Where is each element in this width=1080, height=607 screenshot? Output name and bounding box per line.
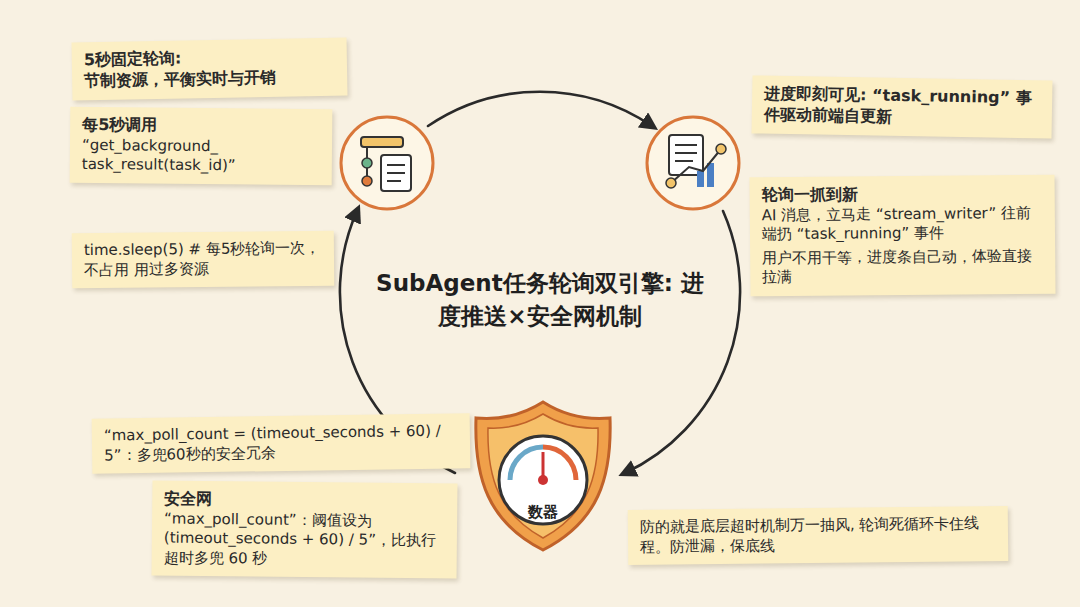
sticky-note: “max_poll_count = (timeout_seconds + 60)… [92, 413, 471, 473]
note-body: 防的就是底层超时机制万一抽风, 轮询死循环卡住线程。防泄漏，保底线 [640, 514, 996, 557]
shield-badge: 数器 [470, 398, 616, 554]
note-body: 用户不用干等，进度条自己动，体验直接拉满 [762, 247, 1043, 288]
note-heading: 进度即刻可见: “task_running” 事件驱动前端自更新 [764, 84, 1041, 130]
sticky-note: 轮询一抓到新AI 消息，立马走 “stream_writer” 往前端扔 “ta… [749, 175, 1055, 296]
chart-icon [647, 117, 739, 209]
note-body: time.sleep(5) # 每5秒轮询一次，不占用 用过多资源 [84, 239, 322, 280]
note-body: “get_background_ task_result(task_id)” [82, 136, 320, 177]
note-heading: 安全网 [164, 489, 445, 513]
sticky-note: 进度即刻可见: “task_running” 事件驱动前端自更新 [752, 75, 1053, 138]
note-heading: 5秒固定轮询: [84, 46, 335, 71]
sticky-note: 每5秒调用“get_background_ task_result(task_i… [70, 107, 333, 185]
note-body: “max_poll_count”：阈值设为 (timeout_seconds +… [164, 510, 446, 571]
note-body: “max_poll_count = (timeout_seconds + 60)… [104, 422, 459, 466]
sticky-note: 安全网“max_poll_count”：阈值设为 (timeout_second… [152, 481, 458, 579]
note-heading: 节制资源，平衡实时与开销 [84, 67, 335, 92]
note-heading: 每5秒调用 [82, 115, 320, 138]
note-body: AI 消息，立马走 “stream_writer” 往前端扔 “task_run… [762, 204, 1043, 245]
badge-label: 数器 [470, 503, 616, 523]
sticky-note: 5秒固定轮询:节制资源，平衡实时与开销 [72, 38, 348, 100]
sticky-note: 防的就是底层超时机制万一抽风, 轮询死循环卡住线程。防泄漏，保底线 [628, 506, 1009, 565]
sticky-note: time.sleep(5) # 每5秒轮询一次，不占用 用过多资源 [72, 231, 334, 288]
list-icon [341, 117, 433, 209]
cycle-arc [625, 211, 740, 473]
note-heading: 轮询一抓到新 [762, 183, 1043, 206]
shield-outline [470, 398, 616, 554]
cycle-arc [428, 92, 652, 126]
diagram-title: SubAgent任务轮询双引擎: 进度推送×安全网机制 [365, 267, 715, 334]
